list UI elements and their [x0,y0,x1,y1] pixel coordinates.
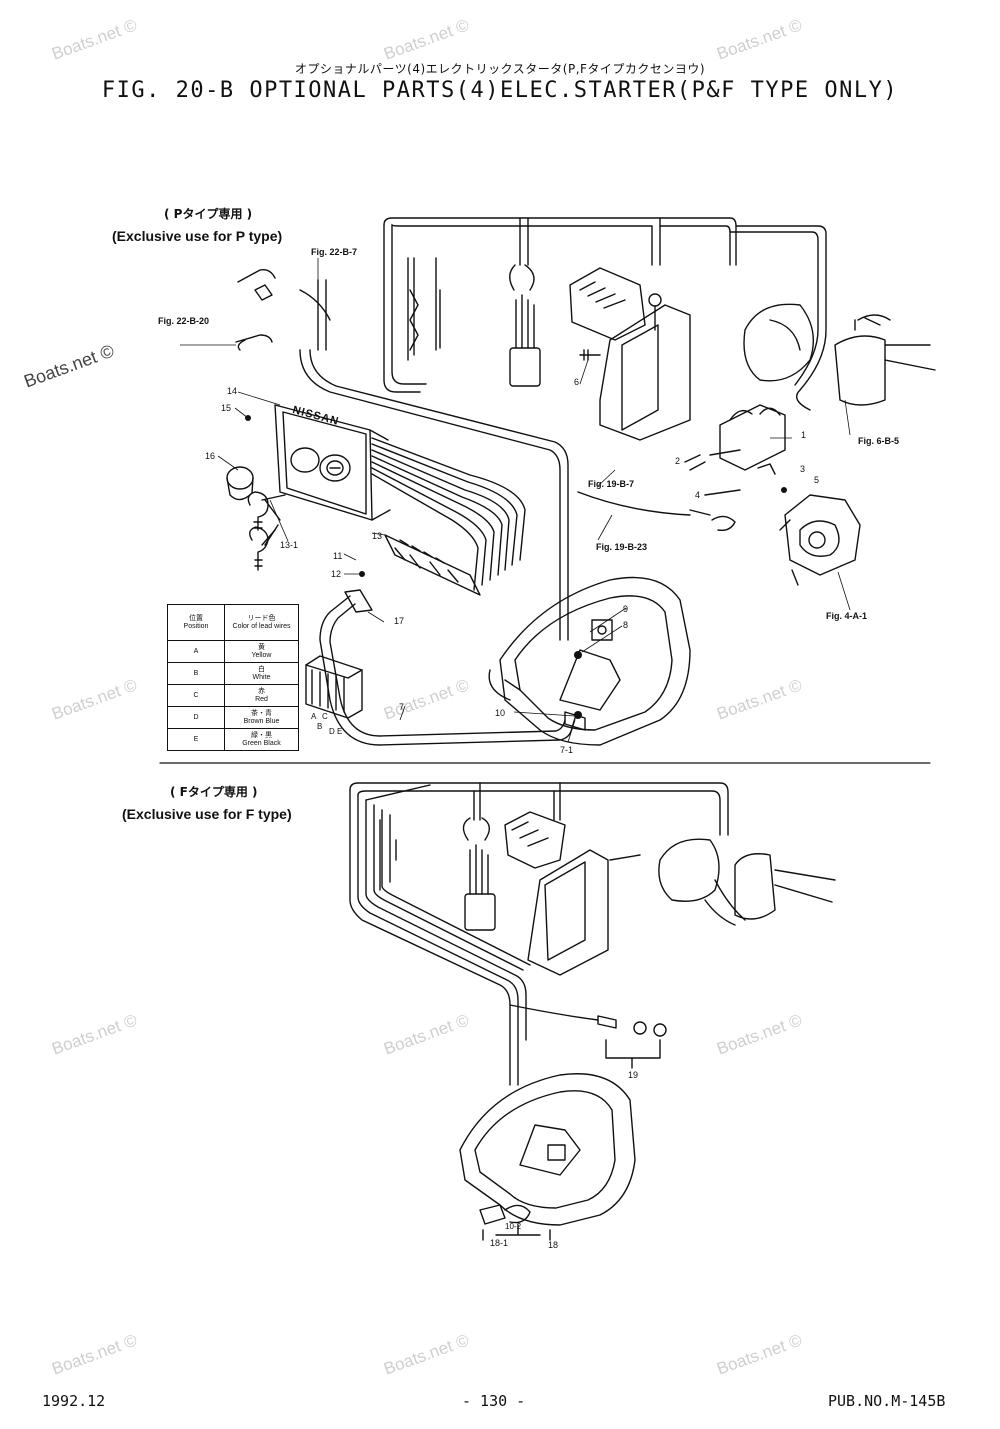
callout-7: 7 [399,702,405,712]
callout-15: 15 [221,403,232,413]
legend-position: E [167,728,225,751]
callout-19: 19 [628,1070,639,1080]
legend-position: C [167,684,225,707]
connector-letter-c: C [322,712,328,721]
ref-fig-19-b-23: Fig. 19-B-23 [596,542,648,552]
legend-color-cell: 緑・黒 Green Black [224,728,299,751]
legend-color-jp: 白 [258,665,265,673]
callout-18-1: 18-1 [490,1238,509,1248]
legend-row: C 赤 Red [167,684,299,707]
callout-9: 9 [623,604,629,614]
legend-color: Yellow [251,651,272,659]
legend-header-color-jp: リード色 [247,614,276,622]
f-type-heading-japanese: ( Fタイプ専用 ) [170,785,258,799]
ref-fig-22-b-20: Fig. 22-B-20 [158,316,210,326]
callout-14: 14 [227,386,238,396]
title-japanese: オプショナルパーツ(4)エレクトリックスタータ(P,Fタイプカクセンヨウ) [294,62,706,76]
callout-17: 17 [394,616,405,626]
page-number: - 130 - [462,1392,526,1410]
callout-10-2: 10-2 [505,1222,522,1231]
ref-fig-4-a-1: Fig. 4-A-1 [826,611,868,621]
legend-color-jp: 黄 [258,643,265,651]
ref-fig-19-b-7: Fig. 19-B-7 [588,479,635,489]
legend-color-jp: 緑・黒 [251,731,272,739]
connector-letter-a: A [311,712,317,721]
callout-18: 18 [548,1240,559,1250]
callout-1: 1 [801,430,807,440]
callout-5: 5 [814,475,820,485]
page-title: FIG. 20-B OPTIONAL PARTS(4)ELEC.STARTER(… [101,78,899,103]
legend-header-position-jp: 位置 [189,614,203,622]
callout-8: 8 [623,620,629,630]
legend-row: D 茶・青 Brown Blue [167,706,299,729]
callout-12: 12 [331,569,342,579]
legend-color-jp: 赤 [258,687,265,695]
legend-position: B [167,662,225,685]
legend-row: B 白 White [167,662,299,685]
legend-color: White [252,673,271,681]
p-type-heading-japanese: ( Pタイプ専用 ) [164,207,253,221]
callout-10: 10 [495,708,506,718]
callout-3: 3 [800,464,806,474]
legend-header-position: 位置 Position [167,604,225,641]
callout-2: 2 [675,456,681,466]
legend-color-jp: 茶・青 [251,709,272,717]
ref-fig-22-b-7: Fig. 22-B-7 [311,247,358,257]
connector-letter-e: E [337,727,343,736]
callout-13: 13 [372,531,383,541]
footer-date: 1992.12 [42,1392,106,1410]
callout-6: 6 [574,377,580,387]
p-type-heading: (Exclusive use for P type) [112,228,283,244]
legend-color: Green Black [242,739,281,747]
legend-color-cell: 黄 Yellow [224,640,299,663]
lead-wire-color-table: 位置 Position リード色 Color of lead wires A 黄… [167,604,299,751]
ref-fig-6-b-5: Fig. 6-B-5 [858,436,900,446]
connector-letter-d: D [329,727,335,736]
legend-position: A [167,640,225,663]
legend-header-color: リード色 Color of lead wires [224,604,299,641]
callout-11: 11 [333,551,343,561]
legend-color-cell: 白 White [224,662,299,685]
callout-4: 4 [695,490,701,500]
callout-13-1: 13-1 [280,540,299,550]
legend-header-color-en: Color of lead wires [232,622,291,630]
legend-color: Brown Blue [243,717,280,725]
legend-row: E 緑・黒 Green Black [167,728,299,751]
legend-color-cell: 赤 Red [224,684,299,707]
f-type-heading: (Exclusive use for F type) [122,806,292,822]
connector-letter-b: B [317,722,323,731]
legend-position: D [167,706,225,729]
legend-row: A 黄 Yellow [167,640,299,663]
callout-16: 16 [205,451,216,461]
legend-color: Red [255,695,268,703]
publication-number: PUB.NO.M-145B [828,1392,946,1410]
legend-header-position-en: Position [183,622,209,630]
legend-color-cell: 茶・青 Brown Blue [224,706,299,729]
callout-7-1: 7-1 [560,745,574,755]
